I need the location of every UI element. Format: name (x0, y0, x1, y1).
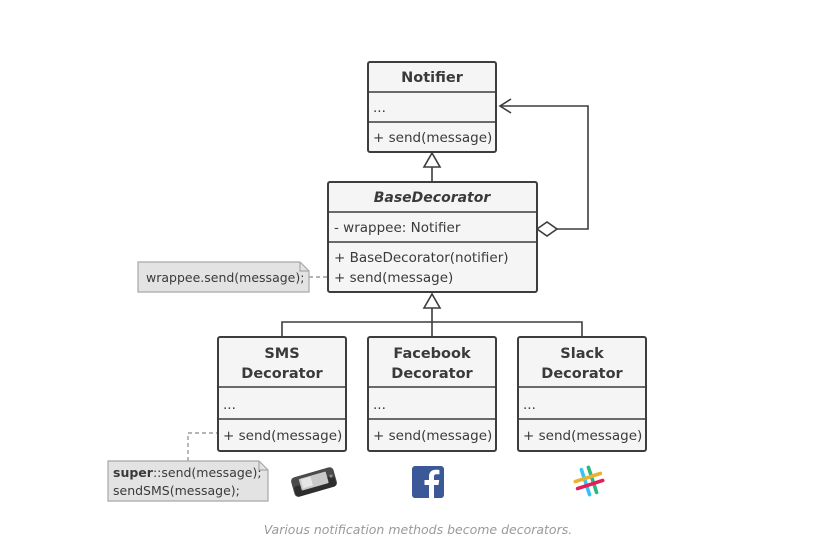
note-sms-send: ::send(message); (153, 465, 262, 480)
sms-decorator-method: + send(message) (223, 428, 342, 444)
class-base-decorator: BaseDecorator - wrappee: Notifier + Base… (327, 181, 538, 293)
aggregation-line (500, 105, 589, 230)
base-decorator-send: + send(message) (334, 270, 453, 286)
base-decorator-title: BaseDecorator (374, 190, 492, 206)
notifier-fields: ... (373, 100, 386, 116)
note-wrappee: wrappee.send(message); (137, 261, 310, 293)
notifier-method: + send(message) (373, 130, 492, 146)
slack-decorator-fields: ... (523, 397, 536, 413)
inheritance-arrowhead-base (422, 292, 442, 309)
sms-decorator-title-line2: Decorator (241, 366, 323, 382)
note-sms-line2: sendSMS(message); (113, 483, 240, 498)
class-notifier: Notifier ... + send(message) (367, 61, 497, 153)
note-sms-super: super (113, 465, 154, 480)
class-facebook-decorator: Facebook Decorator ... + send(message) (367, 336, 497, 452)
sms-decorator-fields: ... (223, 397, 236, 413)
note-sms-line1: super::send(message); (113, 465, 262, 480)
facebook-decorator-title-line1: Facebook (393, 346, 471, 362)
aggregation-diamond (535, 221, 559, 237)
facebook-decorator-title-line2: Decorator (391, 366, 473, 382)
facebook-decorator-fields: ... (373, 397, 386, 413)
class-sms-decorator: SMS Decorator ... + send(message) (217, 336, 347, 452)
sms-decorator-title-line1: SMS (264, 346, 299, 362)
slack-decorator-title-line1: Slack (560, 346, 604, 362)
base-decorator-constructor: + BaseDecorator(notifier) (334, 250, 509, 266)
phone-icon (291, 467, 337, 497)
note-wrappee-text: wrappee.send(message); (146, 270, 304, 285)
note-connector-sms (187, 432, 218, 461)
slack-icon (573, 465, 605, 497)
uml-class-diagram: Notifier ... + send(message) BaseDecorat… (107, 61, 647, 502)
class-slack-decorator: Slack Decorator ... + send(message) (517, 336, 647, 452)
notifier-title: Notifier (401, 70, 464, 86)
figure-caption: Various notification methods become deco… (263, 522, 573, 537)
slack-decorator-title-line2: Decorator (541, 366, 623, 382)
inheritance-arrowhead-notifier (422, 151, 442, 168)
facebook-decorator-method: + send(message) (373, 428, 492, 444)
slack-decorator-method: + send(message) (523, 428, 642, 444)
base-decorator-field: - wrappee: Notifier (334, 220, 461, 236)
note-sms: super::send(message); sendSMS(message); (107, 460, 269, 502)
facebook-icon (412, 466, 444, 498)
aggregation-arrowhead (498, 98, 512, 114)
